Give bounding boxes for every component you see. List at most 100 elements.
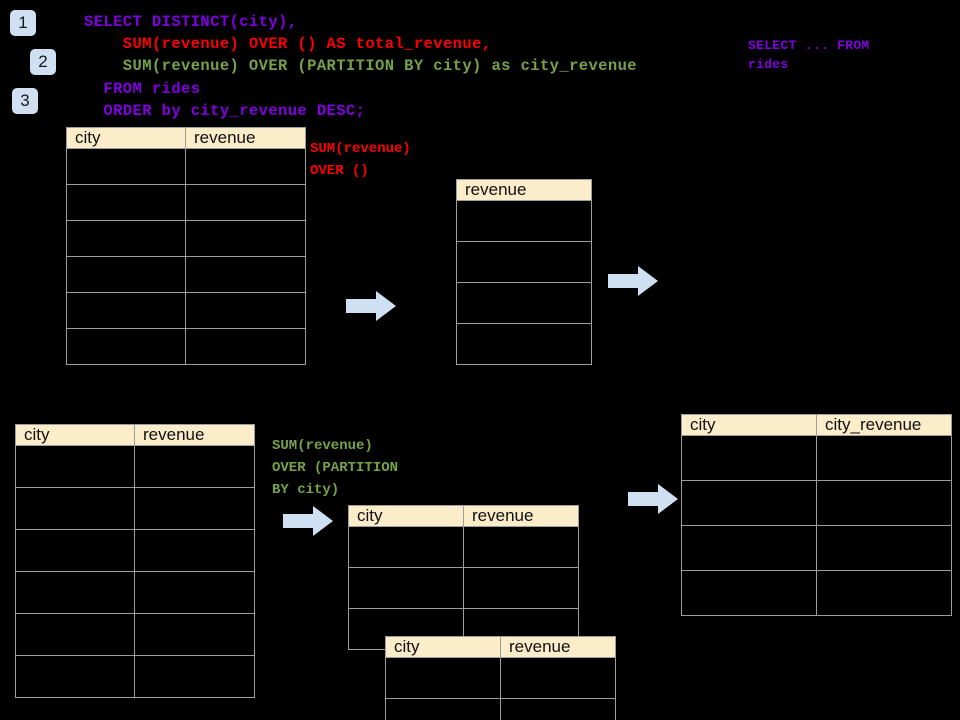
cell-city[interactable]: [681, 480, 817, 526]
table-row[interactable]: [15, 487, 255, 530]
table-row[interactable]: [348, 526, 579, 568]
cell-revenue[interactable]: [134, 613, 255, 656]
table-row[interactable]: [15, 529, 255, 572]
cell-city[interactable]: [681, 435, 817, 481]
cell-city[interactable]: [15, 487, 135, 530]
table-row[interactable]: [681, 525, 952, 571]
table-row[interactable]: [15, 655, 255, 698]
partition-group-table-front[interactable]: city revenue: [385, 636, 616, 720]
sql-line-sum-over-partition: SUM(revenue) OVER (PARTITION BY city) as…: [84, 57, 637, 75]
cell-revenue[interactable]: [185, 148, 306, 185]
cell-city-revenue[interactable]: [816, 480, 952, 526]
column-header-city: city: [15, 424, 135, 446]
cell-revenue[interactable]: [134, 487, 255, 530]
rides-source-table-bottom[interactable]: city revenue: [15, 424, 255, 698]
arrow-source-to-total: [346, 290, 396, 322]
column-header-city: city: [348, 505, 464, 527]
table-header-row: city revenue: [348, 505, 579, 527]
step-badge-3[interactable]: 3: [12, 88, 38, 114]
table-row[interactable]: [15, 571, 255, 614]
cell-revenue[interactable]: [185, 328, 306, 365]
table-row[interactable]: [15, 445, 255, 488]
sql-line-sum-over-empty: SUM(revenue) OVER () AS total_revenue,: [84, 35, 492, 53]
cell-city[interactable]: [66, 256, 186, 293]
cell-revenue[interactable]: [463, 526, 579, 568]
cell-revenue[interactable]: [185, 292, 306, 329]
table-row[interactable]: [66, 256, 306, 293]
cell-city[interactable]: [66, 292, 186, 329]
cell-city[interactable]: [681, 525, 817, 571]
table-row[interactable]: [66, 184, 306, 221]
cell-revenue[interactable]: [500, 657, 616, 699]
table-header-row: city revenue: [385, 636, 616, 658]
cell-city[interactable]: [66, 184, 186, 221]
cell-city[interactable]: [348, 567, 464, 609]
step-badge-2[interactable]: 2: [30, 49, 56, 75]
cell-city[interactable]: [66, 220, 186, 257]
cell-revenue[interactable]: [185, 220, 306, 257]
cell-revenue[interactable]: [456, 323, 592, 365]
rides-source-table-top[interactable]: city revenue: [66, 127, 306, 365]
cell-city[interactable]: [15, 655, 135, 698]
step-badge-1[interactable]: 1: [10, 10, 36, 36]
table-row[interactable]: [456, 282, 592, 324]
cell-city[interactable]: [15, 529, 135, 572]
table-row[interactable]: [66, 292, 306, 329]
column-header-revenue: revenue: [134, 424, 255, 446]
table-row[interactable]: [681, 570, 952, 616]
cell-revenue[interactable]: [134, 529, 255, 572]
cell-revenue[interactable]: [185, 256, 306, 293]
cell-revenue[interactable]: [456, 282, 592, 324]
table-row[interactable]: [385, 657, 616, 699]
cell-city[interactable]: [15, 571, 135, 614]
table-header-row: city revenue: [15, 424, 255, 446]
table-row[interactable]: [348, 567, 579, 609]
arrow-source-to-partition: [283, 505, 333, 537]
sql-line-from-rides: FROM rides: [84, 80, 201, 98]
cell-city[interactable]: [681, 570, 817, 616]
cell-revenue[interactable]: [456, 241, 592, 283]
cell-revenue[interactable]: [134, 445, 255, 488]
cell-city[interactable]: [385, 698, 501, 720]
table-row[interactable]: [66, 148, 306, 185]
column-header-city: city: [681, 414, 817, 436]
column-header-revenue: revenue: [456, 179, 592, 201]
table-row[interactable]: [66, 328, 306, 365]
cell-revenue[interactable]: [185, 184, 306, 221]
table-row[interactable]: [456, 241, 592, 283]
annotation-sum-over-partition: SUM(revenue) OVER (PARTITION BY city): [272, 438, 399, 498]
table-row[interactable]: [15, 613, 255, 656]
table-row[interactable]: [385, 698, 616, 720]
table-header-row: city city_revenue: [681, 414, 952, 436]
column-header-revenue: revenue: [185, 127, 306, 149]
cell-city-revenue[interactable]: [816, 525, 952, 571]
cell-revenue[interactable]: [500, 698, 616, 720]
cell-city[interactable]: [348, 526, 464, 568]
cell-revenue[interactable]: [456, 200, 592, 242]
cell-city-revenue[interactable]: [816, 435, 952, 481]
table-row[interactable]: [681, 480, 952, 526]
table-row[interactable]: [681, 435, 952, 481]
cell-revenue[interactable]: [134, 571, 255, 614]
partition-group-table-back[interactable]: city revenue: [348, 505, 579, 650]
annotation-sum-over-empty: SUM(revenue) OVER (): [310, 141, 411, 179]
cell-city[interactable]: [66, 328, 186, 365]
cell-city[interactable]: [15, 613, 135, 656]
column-header-city-revenue: city_revenue: [816, 414, 952, 436]
table-row[interactable]: [456, 200, 592, 242]
city-revenue-result-table[interactable]: city city_revenue: [681, 414, 952, 616]
cell-city[interactable]: [66, 148, 186, 185]
cell-revenue[interactable]: [134, 655, 255, 698]
cell-city[interactable]: [15, 445, 135, 488]
total-revenue-table[interactable]: revenue: [456, 179, 592, 365]
column-header-city: city: [66, 127, 186, 149]
cell-revenue[interactable]: [463, 567, 579, 609]
table-row[interactable]: [456, 323, 592, 365]
arrow-total-to-result: [608, 265, 658, 297]
column-header-revenue: revenue: [463, 505, 579, 527]
cell-city[interactable]: [385, 657, 501, 699]
cell-city-revenue[interactable]: [816, 570, 952, 616]
column-header-city: city: [385, 636, 501, 658]
table-row[interactable]: [66, 220, 306, 257]
